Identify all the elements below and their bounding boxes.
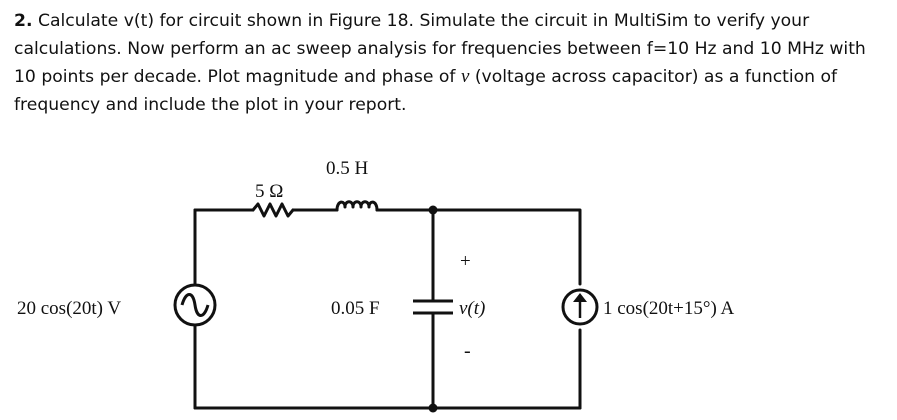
node-top xyxy=(428,205,438,215)
problem-text-part1: Calculate v(t) for circuit shown in Figu… xyxy=(14,11,866,87)
problem-text-part2: (voltage across capacitor) as a function… xyxy=(14,67,838,115)
sine-wave-icon xyxy=(180,293,210,317)
vt-label: v(t) xyxy=(459,298,485,319)
inductor-label: 0.5 H xyxy=(326,158,369,179)
current-source-label: 1 cos(20t+15°) A xyxy=(603,298,735,319)
resistor-label: 5 Ω xyxy=(255,181,283,202)
capacitor-label: 0.05 F xyxy=(331,298,380,319)
plus-sign: + xyxy=(460,251,471,272)
arrow-up-icon xyxy=(573,293,587,302)
node-bottom xyxy=(428,403,438,413)
resistor xyxy=(251,202,295,218)
voltage-source-label: 20 cos(20t) V xyxy=(17,298,121,319)
inductor xyxy=(335,200,379,212)
problem-variable: v xyxy=(460,66,470,87)
minus-sign: - xyxy=(464,340,471,362)
problem-number: 2. xyxy=(14,11,33,31)
wire-top-right xyxy=(375,208,582,286)
problem-statement: 2. Calculate v(t) for circuit shown in F… xyxy=(14,8,889,119)
